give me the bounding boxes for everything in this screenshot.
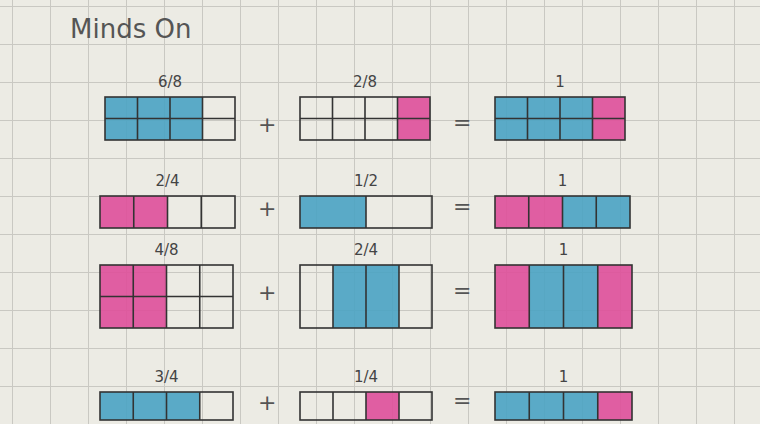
- fraction-label: 1: [495, 172, 630, 190]
- grid-lines: [100, 196, 235, 228]
- operator-sign: +: [258, 280, 276, 305]
- shaded-part: [333, 265, 366, 328]
- fraction-model: 1: [495, 97, 625, 140]
- shaded-part: [100, 196, 134, 228]
- fraction-label: 1: [495, 368, 632, 386]
- shaded-part: [134, 196, 168, 228]
- grid-lines: [300, 196, 432, 228]
- shaded-part: [598, 392, 632, 420]
- grid-lines: [495, 392, 632, 420]
- grid-lines: [105, 97, 235, 140]
- fraction-label: 1/2: [300, 172, 432, 190]
- shaded-part: [564, 392, 598, 420]
- shaded-part: [366, 392, 399, 420]
- shaded-part: [563, 196, 597, 228]
- shaded-part: [529, 265, 563, 328]
- shaded-part: [529, 392, 563, 420]
- fraction-model: 1: [495, 265, 632, 328]
- operator-sign: =: [453, 110, 471, 135]
- grid-lines: [495, 97, 625, 140]
- fraction-model: 1: [495, 392, 632, 420]
- fraction-model: 3/4: [100, 392, 233, 420]
- fraction-label: 2/8: [300, 73, 430, 91]
- fraction-model: 1: [495, 196, 630, 228]
- fraction-model: 1/4: [300, 392, 432, 420]
- operator-sign: +: [258, 112, 276, 137]
- operator-sign: +: [258, 390, 276, 415]
- shaded-part: [564, 265, 598, 328]
- shaded-part: [596, 196, 630, 228]
- grid-lines: [300, 392, 432, 420]
- shaded-part: [300, 196, 366, 228]
- operator-sign: =: [453, 278, 471, 303]
- fraction-model: 4/8: [100, 265, 233, 328]
- shaded-part: [495, 265, 529, 328]
- fraction-model: 2/4: [100, 196, 235, 228]
- grid-lines: [300, 97, 430, 140]
- operator-sign: =: [453, 388, 471, 413]
- fraction-model: 2/4: [300, 265, 432, 328]
- shaded-part: [100, 392, 133, 420]
- fraction-label: 2/4: [300, 241, 432, 259]
- fraction-label: 1/4: [300, 368, 432, 386]
- grid-lines: [100, 265, 233, 328]
- operator-sign: =: [453, 194, 471, 219]
- shaded-part: [529, 196, 563, 228]
- shaded-part: [366, 265, 399, 328]
- fraction-label: 4/8: [100, 241, 233, 259]
- fraction-label: 1: [495, 73, 625, 91]
- grid-lines: [495, 196, 630, 228]
- grid-lines: [495, 265, 632, 328]
- fraction-model: 6/8: [105, 97, 235, 140]
- fraction-label: 2/4: [100, 172, 235, 190]
- title: Minds On: [70, 14, 191, 44]
- fraction-label: 6/8: [105, 73, 235, 91]
- shaded-part: [133, 392, 166, 420]
- shaded-part: [167, 392, 200, 420]
- shaded-part: [495, 392, 529, 420]
- fraction-model: 1/2: [300, 196, 432, 228]
- operator-sign: +: [258, 196, 276, 221]
- grid-lines: [300, 265, 432, 328]
- shaded-part: [495, 196, 529, 228]
- fraction-label: 1: [495, 241, 632, 259]
- grid-lines: [100, 392, 233, 420]
- fraction-model: 2/8: [300, 97, 430, 140]
- fraction-label: 3/4: [100, 368, 233, 386]
- shaded-part: [598, 265, 632, 328]
